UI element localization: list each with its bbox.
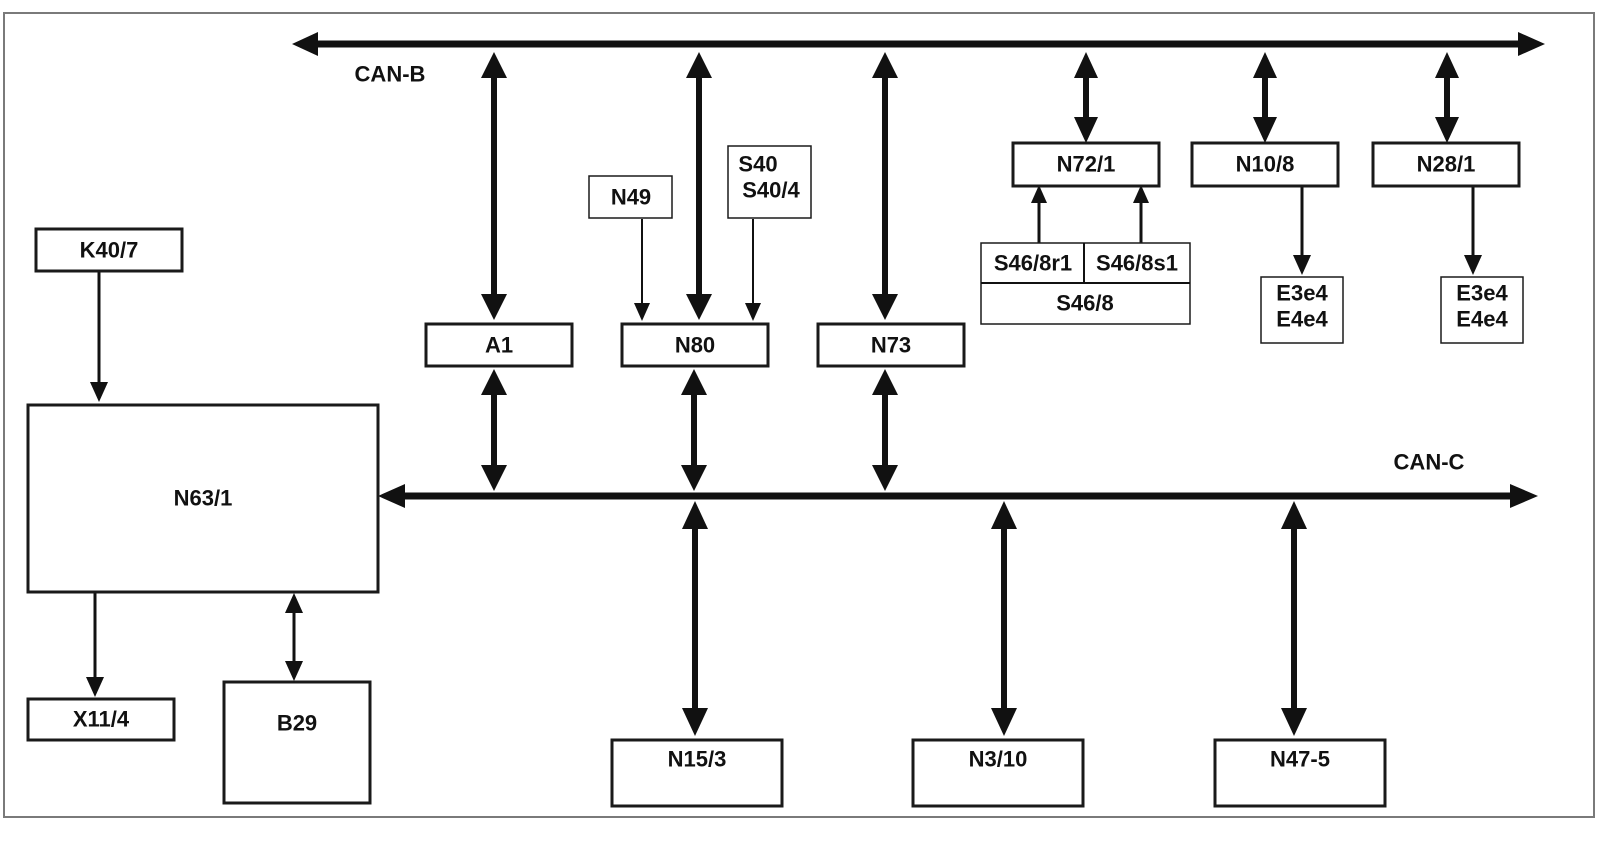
n73-label: N73 [871, 333, 911, 358]
s40-to-n80-arrow [745, 219, 761, 321]
a1-box: A1 [424, 322, 574, 368]
s46-8-label: S46/8 [1056, 291, 1114, 316]
n10-8-lamps-box: E3e4 E4e4 [1260, 276, 1344, 344]
can-b-bus [292, 32, 1545, 56]
n28-1-label: N28/1 [1417, 152, 1476, 177]
x11-4-label: X11/4 [73, 707, 130, 732]
n10-8-box: N10/8 [1190, 141, 1340, 188]
can-c-label: CAN-C [1394, 450, 1465, 475]
n72-1-can-b-link [1074, 52, 1098, 143]
n72-1-label: N72/1 [1057, 152, 1116, 177]
n3-10-label: N3/10 [969, 747, 1028, 772]
a1-can-b-link [481, 52, 507, 320]
n10-8-lamps-line2: E4e4 [1276, 307, 1328, 332]
can-c-bus [378, 484, 1538, 508]
n73-box: N73 [816, 322, 966, 368]
n28-1-lamps-line1: E3e4 [1456, 281, 1508, 306]
n28-1-to-lamps-arrow [1464, 186, 1482, 275]
s40-label-line2: S40/4 [742, 178, 800, 203]
s46-8s1-label: S46/8s1 [1096, 251, 1178, 276]
n63-1-b29-link [285, 593, 303, 681]
n63-1-to-x11-4-arrow [86, 592, 104, 697]
s40-label-line1: S40 [738, 152, 777, 177]
n47-5-can-c-link [1281, 501, 1307, 736]
n80-can-c-link [681, 369, 707, 491]
n47-5-label: N47-5 [1270, 747, 1330, 772]
n49-to-n80-arrow [634, 219, 650, 321]
n49-label: N49 [611, 185, 651, 210]
s46-8-box: S46/8r1 S46/8s1 S46/8 [980, 242, 1191, 325]
n15-3-box: N15/3 [610, 738, 784, 808]
n80-box: N80 [620, 322, 770, 368]
n10-8-to-lamps-arrow [1293, 186, 1311, 275]
k40-7-box: K40/7 [34, 227, 184, 273]
s46-8r1-label: S46/8r1 [994, 251, 1072, 276]
s46-8s1-to-n72-1-arrow [1133, 185, 1149, 243]
n63-1-label: N63/1 [174, 486, 233, 511]
x11-4-box: X11/4 [26, 697, 176, 742]
a1-can-c-link [481, 369, 507, 491]
s46-8r1-to-n72-1-arrow [1031, 185, 1047, 243]
a1-label: A1 [485, 333, 513, 358]
n28-1-box: N28/1 [1371, 141, 1521, 188]
can-b-label: CAN-B [355, 62, 426, 87]
n10-8-label: N10/8 [1236, 152, 1295, 177]
n28-1-can-b-link [1435, 52, 1459, 143]
s40-box: S40 S40/4 [727, 145, 812, 219]
n10-8-can-b-link [1253, 52, 1277, 143]
n73-can-b-link [872, 52, 898, 320]
n80-label: N80 [675, 333, 715, 358]
n28-1-lamps-line2: E4e4 [1456, 307, 1508, 332]
n15-3-label: N15/3 [668, 747, 727, 772]
n80-can-b-link [686, 52, 712, 320]
n15-3-can-c-link [682, 501, 708, 736]
k40-7-to-n63-1-arrow [90, 266, 108, 402]
n47-5-box: N47-5 [1213, 738, 1387, 808]
k40-7-label: K40/7 [80, 238, 139, 263]
n73-can-c-link [872, 369, 898, 491]
b29-box: B29 [222, 680, 372, 805]
n49-box: N49 [588, 175, 673, 219]
n3-10-box: N3/10 [911, 738, 1085, 808]
n63-1-box: N63/1 [26, 403, 380, 594]
n72-1-box: N72/1 [1011, 141, 1161, 188]
n3-10-can-c-link [991, 501, 1017, 736]
b29-label: B29 [277, 711, 317, 736]
n10-8-lamps-line1: E3e4 [1276, 281, 1328, 306]
n28-1-lamps-box: E3e4 E4e4 [1440, 276, 1524, 344]
